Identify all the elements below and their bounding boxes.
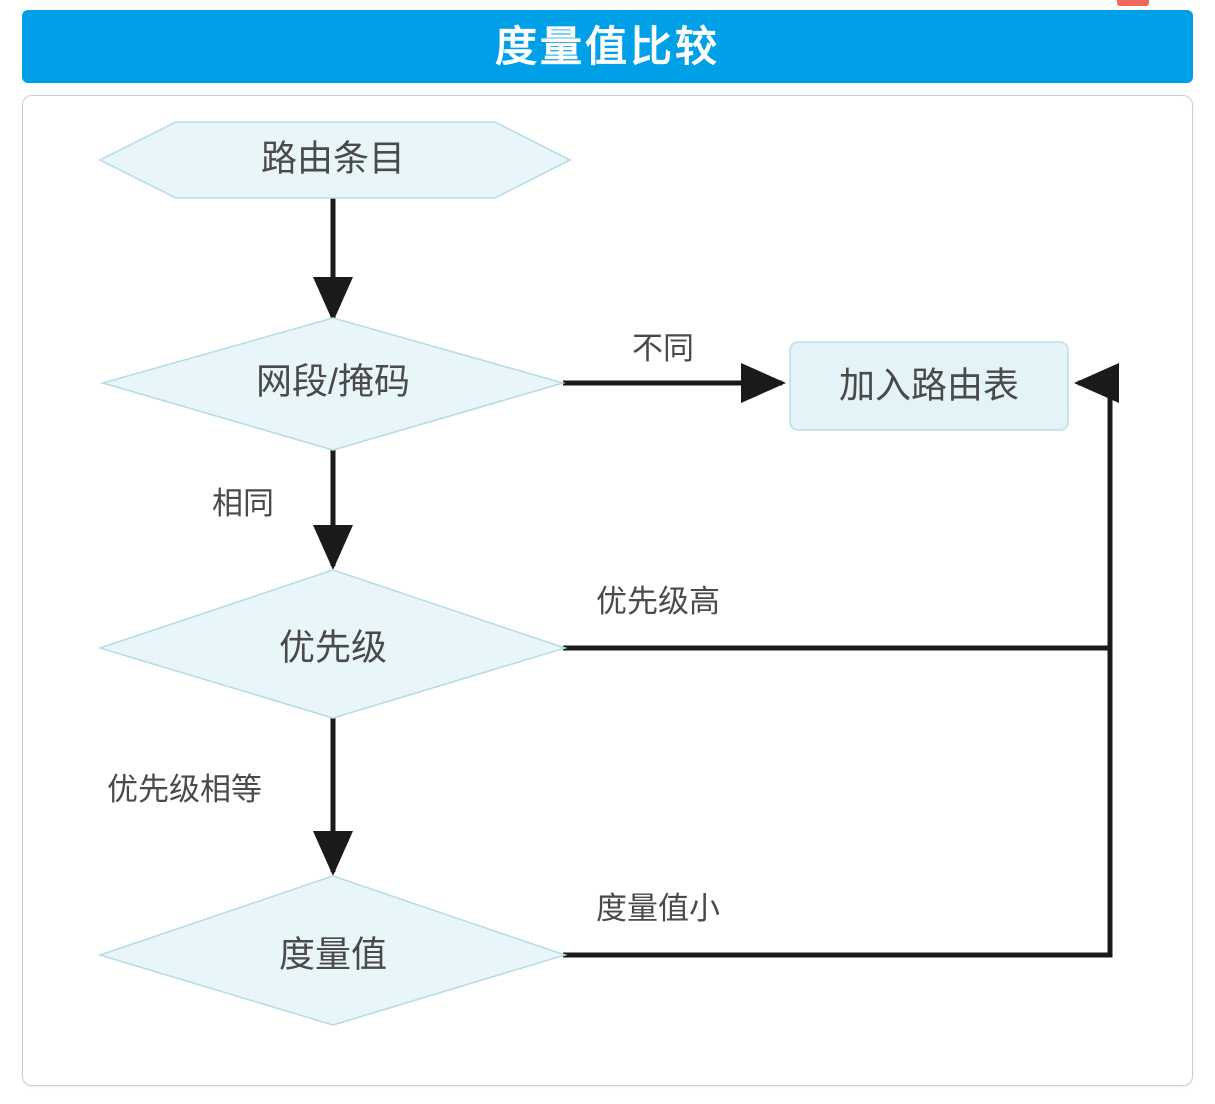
node-join-table[interactable]: 加入路由表 [789,341,1069,431]
node-label-metric: 度量值 [279,934,387,975]
node-metric[interactable]: 度量值 [97,875,568,1026]
edge-network-mask-to-join-table: 不同 [563,331,787,403]
node-network-mask[interactable]: 网段/掩码 [100,317,566,451]
node-route-entry[interactable]: 路由条目 [98,121,572,199]
edge-metric-to-join-table: 度量值小 [563,648,1113,958]
top-red-marker [1117,0,1149,6]
edge-network-mask-to-priority: 相同 [212,450,353,571]
edge-label-smaller-metric: 度量值小 [596,891,720,926]
edge-label-higher-priority: 优先级高 [596,584,720,619]
edge-priority-to-metric: 优先级相等 [107,718,353,877]
edge-label-equal-priority: 优先级相等 [107,772,262,807]
node-label-join-table: 加入路由表 [839,365,1019,406]
node-priority[interactable]: 优先级 [97,569,568,719]
page-title: 度量值比较 [494,22,720,70]
edge-priority-to-join-table: 优先级高 [563,363,1119,651]
node-label-network-mask: 网段/掩码 [256,361,410,402]
edge-label-same: 相同 [212,486,274,521]
node-label-priority: 优先级 [279,627,387,668]
title-bar: 度量值比较 [22,10,1193,83]
node-label-route-entry: 路由条目 [261,138,405,179]
edge-label-different: 不同 [632,331,694,366]
